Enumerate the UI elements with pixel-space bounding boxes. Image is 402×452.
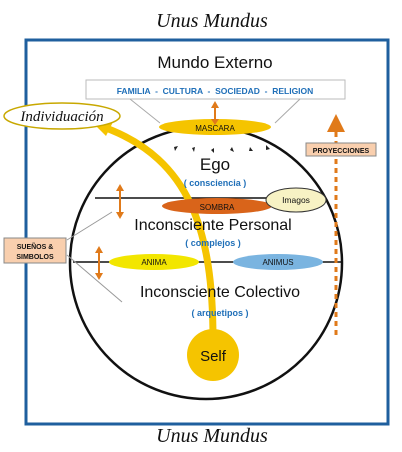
social-bar-text: FAMILIA - CULTURA - SOCIEDAD - RELIGION [117,86,314,96]
dreams-symbols-line1: SUEÑOS & [17,242,54,251]
personal-collective-double-arrow [95,246,103,280]
collective-unconscious-sub-label: ( arquetipos ) [191,308,248,318]
world-frame [24,38,390,426]
animus-label: ANIMUS [262,258,293,267]
bottom-title: Unus Mundus [156,425,268,447]
self-label: Self [200,348,227,365]
self-circle [187,329,239,381]
projections-box [305,142,377,157]
anima-label: ANIMA [141,258,167,267]
shadow-label: SOMBRA [200,203,235,212]
individuation-ellipse [3,102,121,130]
dreams-symbols-box [3,237,67,264]
mask-double-arrow [211,101,219,125]
social-bar [85,79,346,100]
personal-unconscious-sub-label: ( complejos ) [185,238,241,248]
projections-arrow-head [327,114,345,132]
animus-ellipse [233,254,323,270]
mask-ellipse [159,119,271,135]
dreams-connector-upper [66,211,113,241]
mask-label: MASCARA [195,124,235,133]
dreams-symbols-line2: SIMBOLOS [16,254,54,261]
dreams-connector-lower [66,254,123,303]
funnel-line-left [129,98,161,124]
ego-sub-label: ( consciencia ) [184,178,247,188]
imagos-label: Imagos [282,195,310,205]
anima-ellipse [109,254,199,270]
imagos-ellipse [265,187,327,213]
ego-personal-double-arrow [116,184,124,219]
external-world-label: Mundo Externo [157,53,272,72]
individuation-label: Individuación [19,109,103,125]
ego-label: Ego [200,155,230,174]
funnel-line-right [274,98,301,124]
shadow-ellipse [162,198,272,214]
top-title: Unus Mundus [156,10,268,32]
projections-label: PROYECCIONES [313,148,370,155]
personal-unconscious-label: Inconsciente Personal [134,217,291,234]
mask-filter-arrows [174,145,270,153]
collective-unconscious-label: Inconsciente Colectivo [140,284,300,301]
